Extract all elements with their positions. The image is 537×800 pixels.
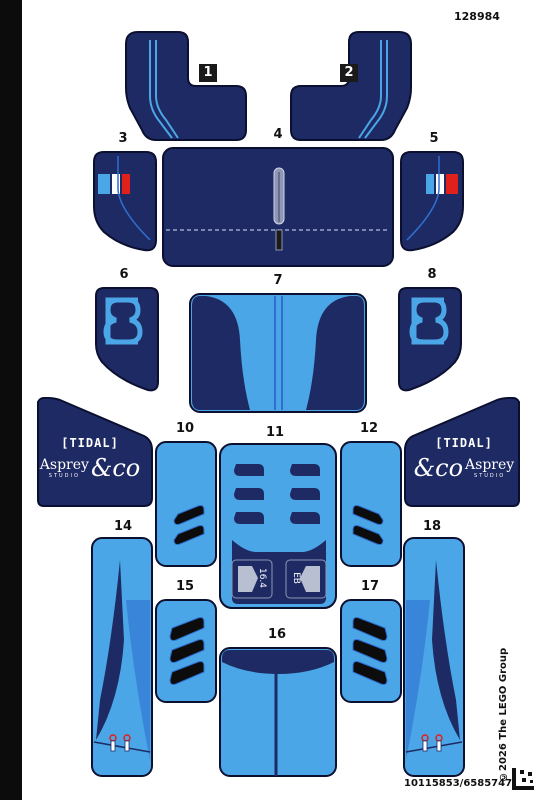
sticker-number-12: 12 — [358, 420, 380, 438]
sticker-number-18: 18 — [421, 518, 443, 536]
sticker-5-stripe — [406, 156, 440, 241]
sticker-9-asprey: Asprey — [39, 457, 89, 473]
sticker-14-zip-pulls — [109, 734, 131, 752]
sticker-number-17: 17 — [359, 578, 381, 596]
sticker-11-vent — [234, 464, 264, 476]
sticker-13-studio: STUDIO — [474, 473, 506, 479]
sticker-5-flag-blue — [426, 174, 434, 194]
sticker-13-co: &co — [413, 454, 464, 482]
sticker-1-stripe — [155, 40, 179, 139]
sticker-15-vent — [169, 617, 205, 641]
sticker-11-badge-right-shape — [300, 566, 320, 592]
sticker-number-4: 4 — [269, 126, 287, 144]
sticker-1 — [125, 31, 247, 141]
sticker-12 — [340, 441, 402, 567]
sticker-3-stripe — [117, 156, 151, 241]
sticker-12-vent — [352, 505, 384, 525]
sticker-11-vent — [234, 512, 264, 524]
sticker-10-vent — [173, 505, 205, 525]
sticker-7-panel-right — [306, 296, 364, 410]
sticker-13 — [404, 397, 520, 507]
sticker-number-10: 10 — [174, 420, 196, 438]
sticker-16-collar — [222, 650, 334, 674]
sticker-9-studio: STUDIO — [48, 473, 80, 479]
sheet-left-edge — [0, 0, 22, 800]
sticker-number-3: 3 — [114, 130, 132, 148]
sticker-6 — [95, 287, 159, 392]
sticker-number-16: 16 — [266, 626, 288, 644]
sticker-number-6: 6 — [115, 266, 133, 284]
sticker-3-flag-red — [122, 174, 130, 194]
sticker-8-emblem — [409, 297, 449, 345]
sticker-13-brand: [TIDAL] &co Asprey STUDIO — [412, 436, 516, 482]
copyright-notice: ©2026 The LEGO Group — [498, 647, 509, 782]
data-matrix-code — [512, 768, 534, 790]
sticker-number-1: 1 — [199, 64, 217, 82]
sticker-number-15: 15 — [174, 578, 196, 596]
sticker-11-badge-right-text: EB — [291, 572, 301, 584]
sticker-11-vent — [290, 464, 320, 476]
sticker-9-brand: [TIDAL] Asprey STUDIO &co — [40, 436, 140, 482]
sticker-17-vent — [352, 639, 388, 663]
sticker-2 — [290, 31, 412, 141]
sticker-5-flag-white — [436, 174, 444, 194]
sticker-12-vent — [352, 525, 384, 545]
sticker-18-accent — [432, 560, 460, 740]
sticker-11-badge-left-text: 16.4 — [257, 568, 267, 588]
sticker-16 — [219, 647, 337, 777]
footer-code: 10115853/6585747 — [404, 778, 513, 789]
sticker-number-9: 9 — [117, 405, 127, 420]
sticker-10-vent — [173, 525, 205, 545]
sticker-17-vent — [352, 661, 388, 685]
sticker-number-7: 7 — [269, 272, 287, 290]
sticker-2-stripe — [364, 40, 388, 139]
sticker-5-flag-red — [446, 174, 458, 194]
sticker-11-vent — [290, 488, 320, 500]
sticker-6-emblem — [103, 297, 143, 345]
sticker-3-flag-blue — [98, 174, 110, 194]
sticker-17-vent — [352, 617, 388, 641]
sticker-18-accent — [406, 600, 430, 760]
sticker-4-zipper-pull — [275, 229, 283, 251]
sticker-10 — [155, 441, 217, 567]
sticker-11-vent — [234, 488, 264, 500]
sticker-14-accent — [96, 560, 124, 740]
sticker-7-panel-left — [192, 296, 250, 410]
sticker-2-stripe — [358, 40, 382, 139]
sticker-1-stripe — [149, 40, 173, 139]
sticker-13-tidal-logo: [TIDAL] — [435, 436, 493, 450]
sticker-9 — [37, 397, 153, 507]
sticker-number-11: 11 — [264, 424, 286, 442]
sticker-number-13: 13 — [419, 405, 439, 420]
sheet-code: 128984 — [454, 10, 500, 23]
sticker-9-co: &co — [90, 454, 141, 482]
sticker-18-zip-pulls — [421, 734, 443, 752]
sticker-9-tidal-logo: [TIDAL] — [61, 436, 119, 450]
sticker-14-accent — [126, 600, 150, 760]
sticker-3 — [93, 151, 157, 252]
sticker-11-vent — [290, 512, 320, 524]
sticker-13-asprey: Asprey — [465, 457, 515, 473]
sticker-number-5: 5 — [425, 130, 443, 148]
sticker-15-vent — [169, 639, 205, 663]
sticker-3-flag-white — [112, 174, 120, 194]
sticker-number-2: 2 — [340, 64, 358, 82]
sticker-14-seam — [93, 741, 151, 753]
sticker-11-badge-left-shape — [238, 566, 258, 592]
sticker-5 — [400, 151, 464, 252]
sticker-15-vent — [169, 661, 205, 685]
sticker-number-8: 8 — [423, 266, 441, 284]
sticker-number-14: 14 — [112, 518, 134, 536]
sticker-8 — [398, 287, 462, 392]
sticker-18-seam — [405, 741, 463, 753]
